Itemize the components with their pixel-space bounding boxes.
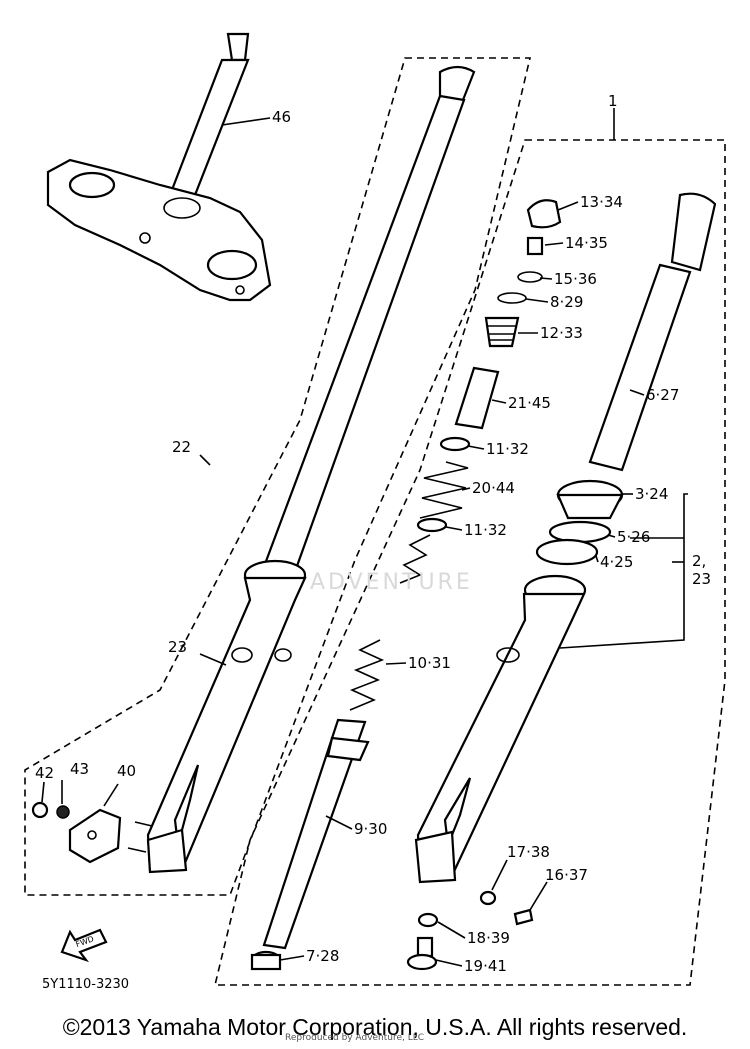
dust-seal-3-24 (556, 479, 624, 520)
label-43: 43 (70, 760, 89, 778)
copyright-notice: ©2013 Yamaha Motor Corporation, U.S.A. A… (62, 1014, 688, 1040)
label-15-36: 15·36 (554, 270, 597, 288)
label-13-34: 13·34 (580, 193, 623, 211)
label-12-33: 12·33 (540, 324, 583, 342)
damper-rod-bolt (526, 236, 544, 256)
fork-slider-right (414, 574, 587, 884)
inner-tube-6-27 (588, 192, 717, 472)
o-ring (497, 292, 527, 304)
washer-11-32-upper (439, 436, 471, 452)
label-7-28: 7·28 (306, 947, 339, 965)
nut-42 (31, 801, 49, 819)
group-1-outline (213, 139, 726, 986)
label-18-39: 18·39 (467, 929, 510, 947)
label-16-37: 16·37 (545, 866, 588, 884)
steering-stem (46, 32, 272, 302)
label-46: 46 (272, 108, 291, 126)
retaining-clip-5-26 (548, 520, 612, 544)
washer-43 (56, 805, 70, 819)
rebound-spring (399, 534, 431, 584)
part-labels: 1 46 22 23 40 42 43 13·34 14·35 15·36 8·… (35, 92, 711, 992)
drain-screw-17-38 (479, 890, 497, 906)
fork-exploded-diagram: 1 46 22 23 40 42 43 13·34 14·35 15·36 8·… (24, 32, 726, 992)
oil-seal-4-25 (535, 538, 599, 566)
label-4-25: 4·25 (600, 553, 633, 571)
label-1: 1 (608, 92, 618, 110)
bolt-16-37 (513, 908, 534, 926)
label-5-26: 5·26 (617, 528, 650, 546)
label-11-32-upper: 11·32 (486, 440, 529, 458)
label-2: 2, (692, 552, 706, 570)
leader-lines (41, 117, 688, 967)
label-21-45: 21·45 (508, 394, 551, 412)
label-20-44: 20·44 (472, 479, 515, 497)
inner-tube-9-30 (262, 718, 370, 950)
group-22-outline (24, 57, 532, 896)
label-23-left: 23 (168, 638, 187, 656)
cap-bolt (526, 199, 562, 229)
label-11-32-lower: 11·32 (464, 521, 507, 539)
watermark: ADVENTURE (310, 570, 473, 595)
diagram-code: 5Y1110-3230 (42, 977, 129, 992)
damper-rod-bolt-19-41 (406, 936, 438, 971)
label-6-27: 6·27 (646, 386, 679, 404)
spacer (454, 366, 500, 430)
label-23-right: 23 (692, 570, 711, 588)
fork-slider-left (146, 559, 307, 874)
fork-spring-10-31 (349, 639, 385, 711)
damper-rod-top (484, 316, 520, 348)
spring-washer (517, 271, 543, 283)
label-10-31: 10·31 (408, 654, 451, 672)
label-9-30: 9·30 (354, 820, 387, 838)
spring-20-44 (419, 461, 469, 519)
label-8-29: 8·29 (550, 293, 583, 311)
label-22: 22 (172, 438, 191, 456)
label-19-41: 19·41 (464, 957, 507, 975)
axle-holder (68, 808, 153, 864)
label-3-24: 3·24 (635, 485, 668, 503)
gasket-18-39 (417, 912, 439, 928)
footer-sub-text: Reproduced by Adventure, LLC (285, 1033, 425, 1043)
label-40: 40 (117, 762, 136, 780)
label-42: 42 (35, 764, 54, 782)
label-14-35: 14·35 (565, 234, 608, 252)
oil-lock-piece (250, 950, 282, 971)
washer-11-32-lower (416, 517, 448, 533)
label-17-38: 17·38 (507, 843, 550, 861)
fwd-arrow-icon (60, 928, 108, 963)
